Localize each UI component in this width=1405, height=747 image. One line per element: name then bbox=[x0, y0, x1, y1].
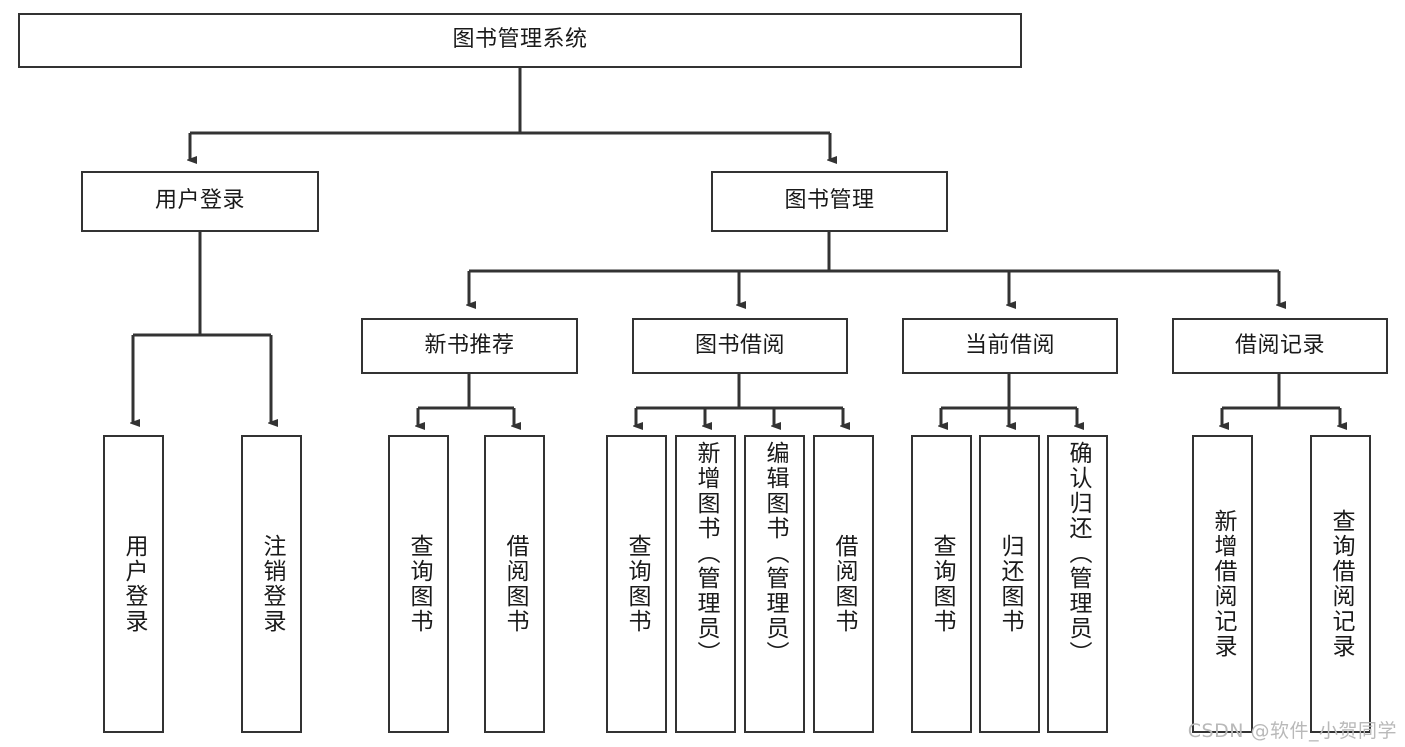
leaf-book-borrow-query-label: 查询图书 bbox=[624, 534, 650, 634]
leaf-borrow-record-add-label: 新增借阅记录 bbox=[1210, 509, 1236, 659]
node-user-login-label: 用户登录 bbox=[154, 188, 245, 214]
leaf-current-borrow-query-label: 查询图书 bbox=[929, 534, 955, 634]
leaf-current-borrow-confirm-label: 确认归还（管理员） bbox=[1065, 441, 1091, 666]
leaf-user-login-logout[interactable]: 注销登录 bbox=[241, 435, 302, 733]
leaf-book-borrow-borrow[interactable]: 借阅图书 bbox=[813, 435, 874, 733]
leaf-borrow-record-add[interactable]: 新增借阅记录 bbox=[1192, 435, 1253, 733]
csdn-watermark: CSDN @软件_小贺同学 bbox=[1187, 720, 1397, 742]
node-book-borrow-label: 图书借阅 bbox=[694, 332, 785, 358]
leaf-current-borrow-query[interactable]: 查询图书 bbox=[911, 435, 972, 733]
node-new-book-recommend-label: 新书推荐 bbox=[424, 332, 515, 358]
leaf-book-borrow-edit-label: 编辑图书（管理员） bbox=[762, 441, 788, 666]
leaf-book-borrow-add[interactable]: 新增图书（管理员） bbox=[675, 435, 736, 733]
node-borrow-record[interactable]: 借阅记录 bbox=[1172, 318, 1388, 374]
node-user-login[interactable]: 用户登录 bbox=[81, 171, 319, 232]
leaf-book-borrow-add-label: 新增图书（管理员） bbox=[693, 441, 719, 666]
leaf-borrow-record-query[interactable]: 查询借阅记录 bbox=[1310, 435, 1371, 733]
leaf-borrow-record-query-label: 查询借阅记录 bbox=[1328, 509, 1354, 659]
leaf-new-book-query-label: 查询图书 bbox=[406, 534, 432, 634]
leaf-book-borrow-edit[interactable]: 编辑图书（管理员） bbox=[744, 435, 805, 733]
node-book-borrow[interactable]: 图书借阅 bbox=[632, 318, 848, 374]
leaf-new-book-query[interactable]: 查询图书 bbox=[388, 435, 449, 733]
node-book-manage-label: 图书管理 bbox=[784, 188, 875, 214]
leaf-current-borrow-return[interactable]: 归还图书 bbox=[979, 435, 1040, 733]
leaf-current-borrow-return-label: 归还图书 bbox=[997, 534, 1023, 634]
leaf-user-login-logout-label: 注销登录 bbox=[259, 534, 285, 634]
leaf-user-login-login-label: 用户登录 bbox=[121, 534, 147, 634]
node-root-system[interactable]: 图书管理系统 bbox=[18, 13, 1022, 68]
node-book-manage[interactable]: 图书管理 bbox=[711, 171, 948, 232]
node-new-book-recommend[interactable]: 新书推荐 bbox=[361, 318, 578, 374]
leaf-new-book-borrow[interactable]: 借阅图书 bbox=[484, 435, 545, 733]
leaf-book-borrow-query[interactable]: 查询图书 bbox=[606, 435, 667, 733]
node-borrow-record-label: 借阅记录 bbox=[1234, 332, 1325, 358]
leaf-book-borrow-borrow-label: 借阅图书 bbox=[831, 534, 857, 634]
node-current-borrow[interactable]: 当前借阅 bbox=[902, 318, 1118, 374]
node-current-borrow-label: 当前借阅 bbox=[964, 332, 1055, 358]
node-root-system-label: 图书管理系统 bbox=[452, 27, 588, 53]
leaf-user-login-login[interactable]: 用户登录 bbox=[103, 435, 164, 733]
leaf-current-borrow-confirm[interactable]: 确认归还（管理员） bbox=[1047, 435, 1108, 733]
leaf-new-book-borrow-label: 借阅图书 bbox=[502, 534, 528, 634]
